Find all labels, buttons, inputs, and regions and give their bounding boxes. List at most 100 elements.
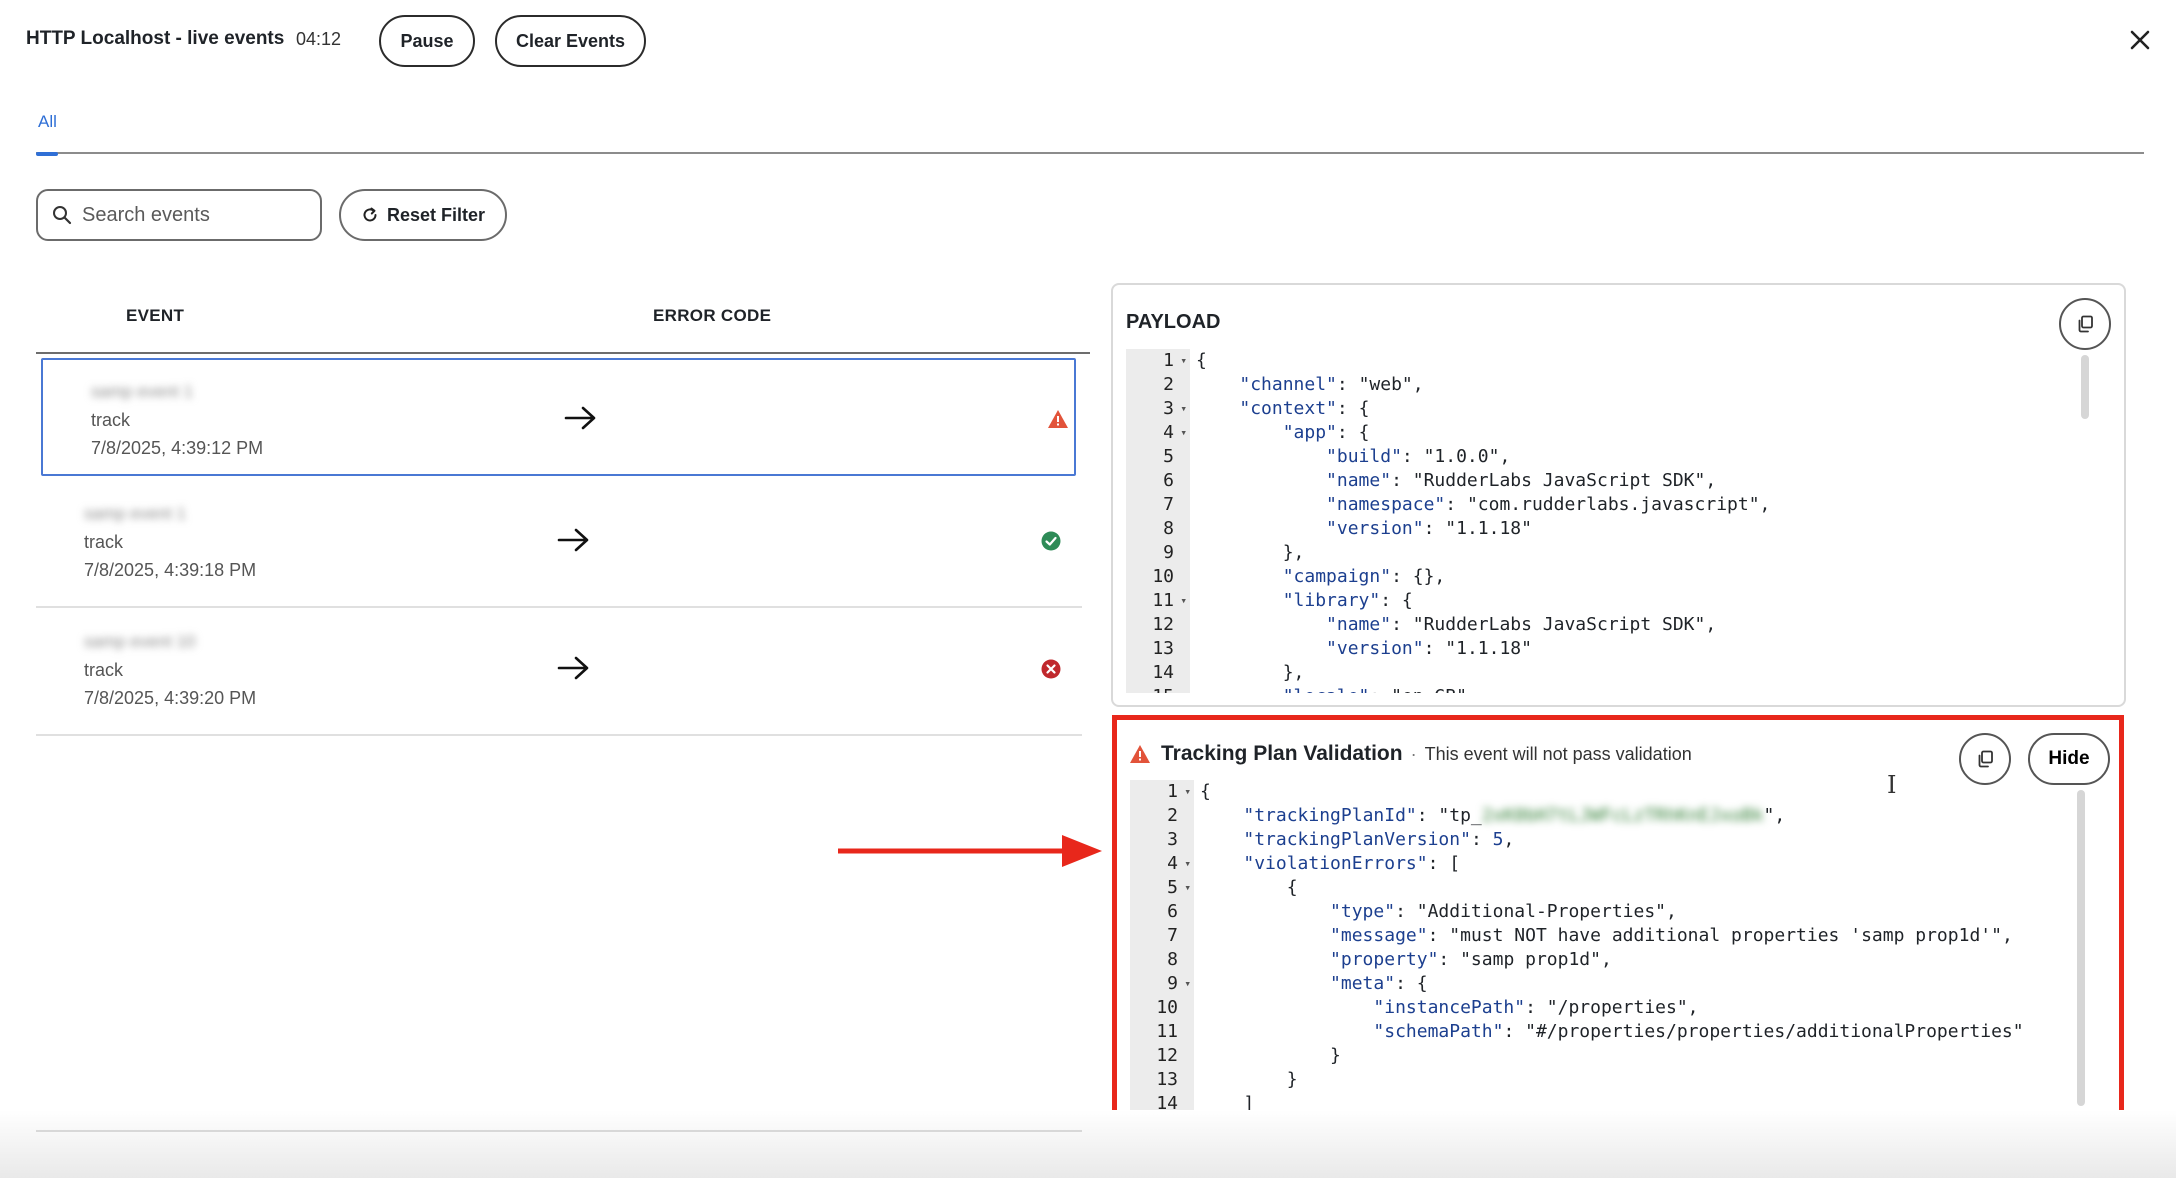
fold-chevron-icon[interactable]: ▾ <box>1184 977 1191 990</box>
code-line: "name": "RudderLabs JavaScript SDK", <box>1326 470 1717 491</box>
validation-title: Tracking Plan Validation <box>1161 742 1403 765</box>
code-line: "channel": "web", <box>1239 374 1424 395</box>
check-circle-icon <box>1041 531 1061 551</box>
copy-payload-button[interactable] <box>2059 298 2111 350</box>
copy-validation-button[interactable] <box>1959 733 2011 785</box>
header: HTTP Localhost - live events 04:12 Pause… <box>0 0 2176 84</box>
code-line: "locale": "en-GB", <box>1196 685 1770 693</box>
line-number: 12 <box>1156 1045 1178 1066</box>
code-line: "app": { <box>1282 422 1370 443</box>
pause-button[interactable]: Pause <box>379 15 475 67</box>
line-number: 9 <box>1163 542 1174 563</box>
refresh-icon <box>363 207 377 222</box>
line-number: 10 <box>1156 997 1178 1018</box>
code-line: { <box>1200 877 1298 898</box>
tab-bar: All <box>36 112 2144 156</box>
line-number: 14 <box>1156 1093 1178 1114</box>
tab-all[interactable]: All <box>36 112 59 156</box>
fold-chevron-icon[interactable]: ▾ <box>1184 785 1191 798</box>
line-number: 15 <box>1126 685 1190 693</box>
line-number: 7 <box>1167 925 1178 946</box>
list-divider <box>36 352 1090 354</box>
reset-filter-label: Reset Filter <box>386 204 486 225</box>
payload-scrollbar[interactable] <box>2081 355 2089 419</box>
line-number: 8 <box>1163 518 1174 539</box>
fold-chevron-icon[interactable]: ▾ <box>1180 402 1187 415</box>
event-row[interactable]: samp event 1 track 7/8/2025, 4:39:18 PM <box>36 482 1082 608</box>
line-number: 7 <box>1163 494 1174 515</box>
line-number: 10 <box>1152 566 1174 587</box>
event-name: samp event 1 <box>84 504 187 523</box>
line-number: 13 <box>1156 1069 1178 1090</box>
copy-icon <box>1978 750 1993 768</box>
hide-validation-button[interactable]: Hide <box>2028 733 2110 785</box>
line-number: 5▾ <box>1167 877 1191 898</box>
event-timestamp: 7/8/2025, 4:39:12 PM <box>91 438 264 458</box>
arrow-right-icon <box>557 528 589 552</box>
event-timestamp: 7/8/2025, 4:39:20 PM <box>84 688 257 708</box>
bottom-fade <box>0 1110 2176 1178</box>
column-header-error-code: ERROR CODE <box>653 306 772 325</box>
code-line: ] <box>1200 1093 1255 1114</box>
reset-filter-button[interactable]: Reset Filter <box>339 189 507 241</box>
warning-triangle-icon <box>1130 745 1150 763</box>
code-line: "trackingPlanVersion": 5, <box>1243 829 1515 850</box>
event-type: track <box>84 532 124 552</box>
code-line: "trackingPlanId": "tp_2xK0bH7tLJWFcLzTRh… <box>1243 805 1786 826</box>
arrow-right-icon <box>564 406 596 430</box>
redacted-tracking-plan-id: 2xK0bH7tLJWFcLzTRhKnEJxoBk <box>1481 805 1764 826</box>
fold-chevron-icon[interactable]: ▾ <box>1184 857 1191 870</box>
line-number: 3▾ <box>1163 398 1187 419</box>
validation-message: This event will not pass validation <box>1424 743 1692 764</box>
code-line: "namespace": "com.rudderlabs.javascript"… <box>1326 494 1771 515</box>
column-header-event: EVENT <box>126 306 185 325</box>
code-line: }, <box>1196 662 1305 683</box>
fold-chevron-icon[interactable]: ▾ <box>1180 426 1187 439</box>
code-line: "instancePath": "/properties", <box>1373 997 1699 1018</box>
search-icon <box>53 206 72 225</box>
event-type: track <box>91 410 131 430</box>
line-number: 2 <box>1163 374 1174 395</box>
clear-events-button[interactable]: Clear Events <box>495 15 646 67</box>
tab-all-label: All <box>38 112 57 131</box>
line-number: 8 <box>1167 949 1178 970</box>
search-input[interactable] <box>82 203 302 227</box>
event-type: track <box>84 660 124 680</box>
fold-chevron-icon[interactable]: ▾ <box>1184 881 1191 894</box>
code-line: "campaign": {}, <box>1282 566 1446 587</box>
code-line: { <box>1196 350 1207 371</box>
code-line: "schemaPath": "#/properties/properties/a… <box>1373 1021 2024 1042</box>
code-line: "message": "must NOT have additional pro… <box>1330 925 2013 946</box>
code-line: } <box>1200 1069 1298 1090</box>
line-number: 12 <box>1152 614 1174 635</box>
fold-chevron-icon[interactable]: ▾ <box>1180 594 1187 607</box>
code-line: }, <box>1196 542 1305 563</box>
code-line: "version": "1.1.18" <box>1326 518 1532 539</box>
validation-scrollbar[interactable] <box>2077 790 2085 1106</box>
search-box[interactable] <box>36 189 322 241</box>
validation-header: Tracking Plan Validation · This event wi… <box>1129 742 1692 766</box>
line-number: 1▾ <box>1163 350 1187 371</box>
live-timer: 04:12 <box>296 29 342 49</box>
line-number: 6 <box>1163 470 1174 491</box>
event-row[interactable]: samp event 1 track 7/8/2025, 4:39:12 PM <box>41 358 1076 476</box>
page-title: HTTP Localhost - live events <box>26 28 285 49</box>
line-number: 13 <box>1152 638 1174 659</box>
arrow-right-icon <box>557 656 589 680</box>
code-line: "violationErrors": [ <box>1243 853 1461 874</box>
code-line: } <box>1200 1045 1341 1066</box>
payload-code-lines: { "channel": "web", "context": { "app": … <box>1196 349 1770 693</box>
code-line: "context": { <box>1239 398 1370 419</box>
warning-triangle-icon <box>1048 410 1068 428</box>
event-row[interactable]: samp event 10 track 7/8/2025, 4:39:20 PM <box>36 610 1082 736</box>
line-number: 11▾ <box>1152 590 1187 611</box>
payload-title: PAYLOAD <box>1126 311 1221 333</box>
fold-chevron-icon[interactable]: ▾ <box>1180 354 1187 367</box>
tab-active-indicator <box>36 152 58 156</box>
code-line: "name": "RudderLabs JavaScript SDK", <box>1326 614 1717 635</box>
code-line: "meta": { <box>1330 973 1428 994</box>
close-icon[interactable] <box>2120 20 2160 60</box>
